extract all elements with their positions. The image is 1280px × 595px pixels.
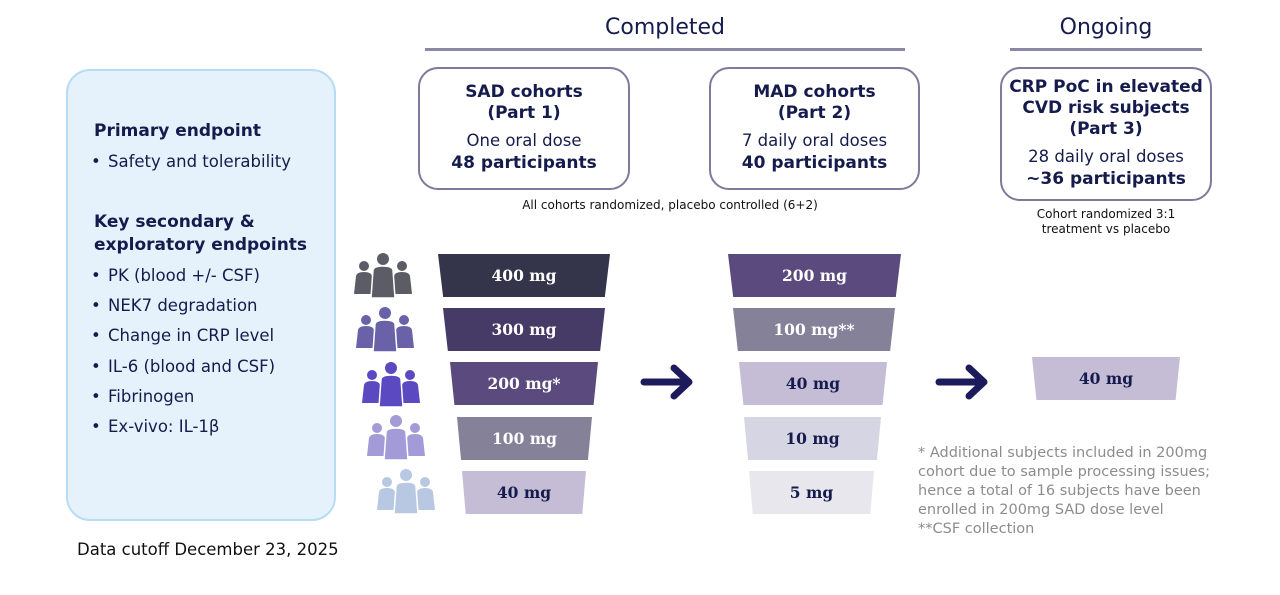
sad-dose-bar: 100 mg [457,417,592,460]
poc-cohort-title: CRP PoC in elevated [1009,77,1203,97]
footnote-line: **CSF collection [918,521,1035,537]
arrow-right-icon [935,364,988,400]
sad-cohort-part: (Part 1) [487,103,561,123]
sad-dose-bar: 300 mg [443,308,605,351]
sad-cohort-dosing: One oral dose [466,131,582,150]
people-group-icon [376,468,436,515]
sad-cohort-box: SAD cohorts (Part 1) One oral dose 48 pa… [418,67,630,190]
ongoing-section-rule [1010,48,1202,51]
primary-endpoint-heading: Primary endpoint [94,121,261,141]
secondary-endpoint-item: Fibrinogen [91,387,194,407]
secondary-endpoints-heading: Key secondary & exploratory endpoints [94,211,307,257]
data-cutoff-label: Data cutoff December 23, 2025 [77,540,339,559]
completed-randomization-note: All cohorts randomized, placebo controll… [522,198,818,212]
secondary-heading-line: exploratory endpoints [94,235,308,255]
poc-cohort-title: CVD risk subjects [1022,98,1190,118]
secondary-endpoint-item: Ex-vivo: IL-1β [91,417,220,437]
poc-cohort-dosing: 28 daily oral doses [1028,147,1184,166]
secondary-endpoint-item: NEK7 degradation [91,296,257,316]
footnote-line: enrolled in 200mg SAD dose level [918,502,1164,518]
ongoing-note-line: Cohort randomized 3:1 [1036,207,1176,221]
mad-cohort-box: MAD cohorts (Part 2) 7 daily oral doses … [709,67,920,190]
secondary-endpoint-item: Change in CRP level [91,326,274,346]
poc-cohort-box: CRP PoC in elevated CVD risk subjects (P… [1000,67,1212,201]
footnote-block: * Additional subjects included in 200mg … [918,444,1258,539]
sad-dose-bar: 40 mg [462,471,586,514]
secondary-endpoint-item: IL-6 (blood and CSF) [91,357,275,377]
mad-dose-bar: 10 mg [744,417,881,460]
people-group-icon [355,306,415,353]
footnote-line: cohort due to sample processing issues; [918,464,1211,480]
poc-cohort-participants: ~36 participants [1026,169,1186,189]
ongoing-randomization-note: Cohort randomized 3:1 treatment vs place… [1000,207,1212,237]
mad-cohort-dosing: 7 daily oral doses [741,131,888,150]
endpoints-panel: Primary endpoint Safety and tolerability… [66,69,336,521]
people-group-icon [366,414,426,461]
sad-cohort-participants: 48 participants [451,153,597,173]
poc-dose-bar: 40 mg [1032,357,1180,400]
mad-dose-bar: 5 mg [749,471,874,514]
people-group-icon [361,361,421,408]
sad-dose-bar: 200 mg* [450,362,598,405]
mad-dose-bar: 100 mg** [733,308,895,351]
ongoing-note-line: treatment vs placebo [1041,222,1171,236]
people-group-icon [353,252,413,299]
primary-endpoint-item: Safety and tolerability [91,152,291,172]
mad-cohort-participants: 40 participants [741,153,888,173]
mad-cohort-title: MAD cohorts [753,82,876,102]
arrow-right-icon [640,364,693,400]
completed-section-rule [425,48,905,51]
secondary-heading-line: Key secondary & [94,212,255,232]
completed-section-title: Completed [605,15,725,40]
mad-dose-bar: 40 mg [739,362,887,405]
mad-cohort-part: (Part 2) [777,103,852,123]
secondary-endpoint-item: PK (blood +/- CSF) [91,266,260,286]
mad-dose-bar: 200 mg [728,254,901,297]
sad-dose-bar: 400 mg [438,254,610,297]
footnote-line: * Additional subjects included in 200mg [918,445,1208,461]
ongoing-section-title: Ongoing [1059,15,1153,40]
footnote-line: hence a total of 16 subjects have been [918,483,1201,499]
sad-cohort-title: SAD cohorts [465,82,583,102]
poc-cohort-part: (Part 3) [1069,119,1143,139]
